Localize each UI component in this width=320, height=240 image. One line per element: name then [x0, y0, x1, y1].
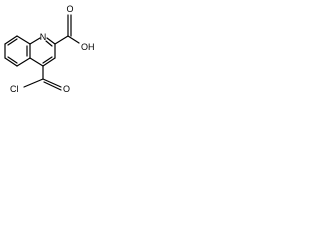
bond-c3-c4	[42, 57, 56, 67]
carboxyl-group	[54, 14, 80, 45]
chemical-structure: N O OH Cl O	[4, 4, 95, 94]
acyl-chloride-label: Cl	[10, 84, 19, 94]
ring-nitrogen-label: N	[40, 32, 47, 42]
bond-c6-c5	[4, 57, 18, 67]
bond-c8-c7	[4, 35, 18, 45]
carboxyl-oh-label: OH	[81, 42, 95, 52]
double-bond-c5-c6	[7, 56, 18, 64]
double-bond-c7-c8	[7, 38, 18, 46]
bond-c8a-c8	[16, 35, 31, 45]
bond-n1-c2	[46, 37, 56, 45]
bond-c4-c4a	[29, 57, 44, 67]
acyl-chloride-group	[23, 65, 62, 91]
carboxyl-oxygen-label: O	[66, 4, 73, 14]
double-bond-c3-c4	[42, 56, 53, 64]
bond-acyl-c-o	[42, 78, 62, 88]
pyridine-ring	[29, 37, 56, 67]
double-bond-n1-c2	[45, 40, 53, 47]
bond-c5-c4a	[16, 57, 31, 67]
bond-carboxyl-oh	[67, 35, 80, 44]
bond-acyl-c-cl	[23, 78, 44, 88]
double-bond-acyl-c-o	[43, 81, 62, 91]
acyl-oxygen-label: O	[63, 84, 70, 94]
benzene-ring	[4, 35, 31, 67]
bond-c8a-n1	[29, 37, 41, 45]
bond-c2-carboxyl-c	[54, 35, 69, 45]
